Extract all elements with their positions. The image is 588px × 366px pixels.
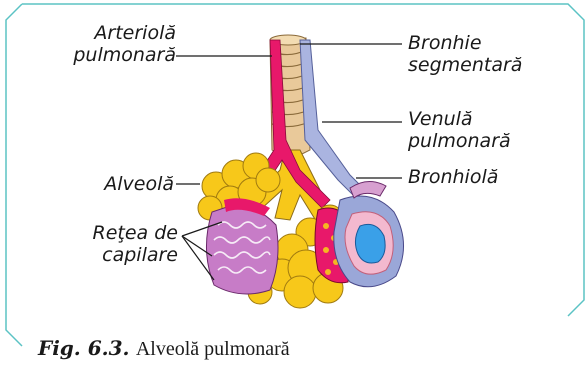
- bronchus-label-line2: segmentară: [408, 54, 522, 76]
- venule-label-line1: Venulă: [408, 108, 511, 130]
- figure-caption: Fig. 6.3. Alveolă pulmonară: [38, 336, 290, 361]
- arteriole-label: Arteriolă pulmonară: [30, 22, 176, 66]
- capillary-network-label: Reţea de capilare: [50, 222, 178, 266]
- capillary-label-line1: Reţea de: [50, 222, 178, 244]
- alveolus-label: Alveolă: [60, 173, 174, 195]
- bronchus-label: Bronhie segmentară: [408, 32, 522, 76]
- bronchus-label-line1: Bronhie: [408, 32, 522, 54]
- capillary-label-line2: capilare: [50, 244, 178, 266]
- arteriole-label-line2: pulmonară: [30, 44, 176, 66]
- venule-label-line2: pulmonară: [408, 130, 511, 152]
- arteriole-label-line1: Arteriolă: [30, 22, 176, 44]
- venule-label: Venulă pulmonară: [408, 108, 511, 152]
- figure-title: Alveolă pulmonară: [136, 338, 290, 360]
- bronchiole-label: Bronhiolă: [408, 166, 498, 188]
- figure-number: Fig. 6.3.: [38, 336, 129, 360]
